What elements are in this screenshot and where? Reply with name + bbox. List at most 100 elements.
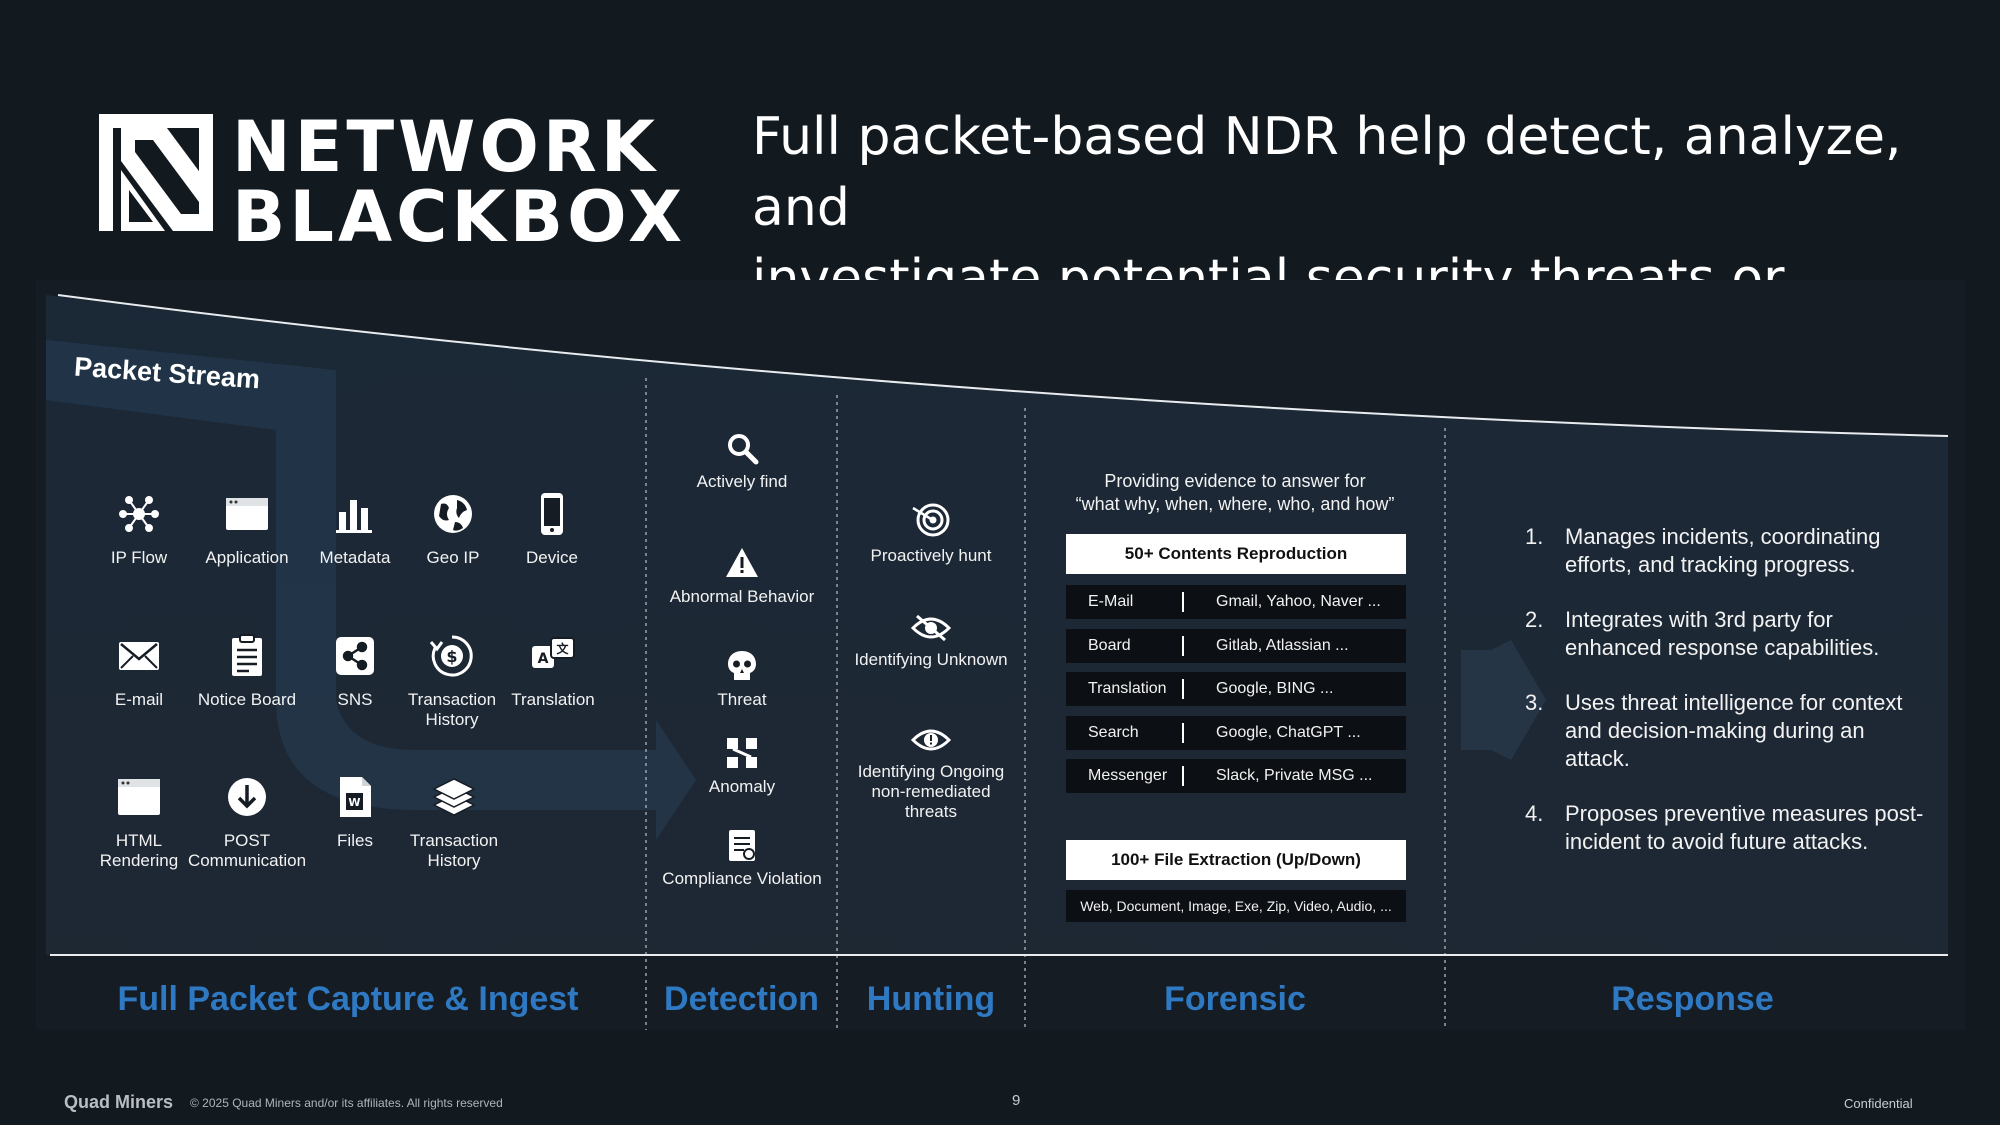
window-icon [226,498,268,530]
item-label: Identifying Ongoing non-remediated threa… [857,762,1005,821]
stage-label-hunting: Hunting [866,980,996,1018]
item-label: Notice Board [197,690,297,709]
response-item: 3. Uses threat intelligence for context a… [1525,689,1925,779]
magnifier-icon [728,434,759,465]
item-application: Application [187,490,307,568]
hunting-proactively-hunt: Proactively hunt [851,500,1011,566]
forensic-row: Board Gitlab, Atlassian ... [1066,629,1406,663]
item-label: Threat [717,690,767,709]
anomaly-blocks-icon [727,738,757,768]
item-label: Anomaly [708,777,776,796]
row-separator [1182,679,1184,699]
response-item: 4.Proposes preventive measures post-inci… [1525,800,1925,890]
row-key: Board [1088,637,1131,654]
row-value: Gitlab, Atlassian ... [1216,637,1349,654]
footer-copyright: © 2025 Quad Miners and/or its affiliates… [190,1096,503,1110]
item-label: Compliance Violation [662,869,822,888]
clipboard-icon [232,634,262,676]
item-label: Transaction History [409,831,499,870]
envelope-icon [119,642,159,670]
detection-abnormal-behavior: Abnormal Behavior [662,545,822,607]
response-text: Proposes preventive measures post-incide… [1565,801,1924,854]
warning-triangle-icon [726,548,758,577]
item-sns: SNS [295,632,415,710]
svg-text:W: W [348,796,360,809]
item-label: Application [205,548,289,567]
row-value: Google, BING ... [1216,680,1334,697]
row-key: Translation [1088,680,1167,697]
headline-line-1: Full packet-based NDR help detect, analy… [752,107,1902,238]
item-label: SNS [337,690,373,709]
stage-label-forensic: Forensic [1164,980,1306,1018]
stage-label-capture: Full Packet Capture & Ingest [117,980,579,1018]
svg-text:A: A [538,651,549,667]
target-icon [912,503,950,537]
translate-icon: A文 [532,637,575,668]
response-number: 1. [1525,524,1544,549]
row-separator [1182,766,1184,786]
detection-actively-find: Actively find [662,430,822,492]
item-label: Geo IP [426,548,480,567]
dollar-cycle-icon: $ [429,635,473,677]
row-value: Gmail, Yahoo, Naver ... [1216,593,1381,610]
smartphone-icon [541,493,563,535]
forensic-intro-line-2: “what why, when, where, who, and how” [1075,494,1395,514]
row-value: Slack, Private MSG ... [1216,767,1373,784]
hunting-identifying-unknown: Identifying Unknown [851,612,1011,670]
eye-alert-icon [911,729,951,751]
item-label: Identifying Unknown [854,650,1008,669]
share-icon [336,637,374,675]
item-metadata: Metadata [295,490,415,568]
row-separator [1182,723,1184,743]
forensic-row: Translation Google, BING ... [1066,672,1406,706]
item-transaction-history-2: Transaction History [394,773,514,871]
item-label: Transaction History [407,690,497,729]
item-notice-board: Notice Board [187,632,307,710]
forensic-intro: Providing evidence to answer for “what w… [1050,470,1420,516]
forensic-intro-line-1: Providing evidence to answer for [1104,471,1366,491]
row-separator [1182,592,1184,612]
item-label: E-mail [114,690,164,709]
response-text: Integrates with 3rd party for enhanced r… [1565,607,1880,660]
network-nodes-icon [119,496,159,532]
skull-icon [728,651,756,680]
response-number: 2. [1525,607,1544,632]
contents-reproduction-box: 50+ Contents Reproduction [1066,534,1406,574]
item-files: W Files [295,773,415,851]
svg-text:$: $ [446,647,457,666]
item-post-communication: POST Communication [187,773,307,871]
response-item: 2. Integrates with 3rd party for enhanced… [1525,606,1925,666]
response-item: 1. Manages incidents, coordinating effort… [1525,523,1925,583]
eye-slash-icon [911,614,951,642]
item-label: Actively find [696,472,788,491]
response-number: 3. [1525,690,1544,715]
stage-label-response: Response [1611,980,1774,1018]
item-label: Metadata [319,548,391,567]
item-ip-flow: IP Flow [79,490,199,568]
response-text: Uses threat intelligence for context and… [1565,690,1903,771]
response-text: Manages incidents, coordinating efforts,… [1565,524,1881,577]
item-e-mail: E-mail [79,632,199,710]
item-label: Proactively hunt [870,546,992,565]
item-label: Files [337,831,373,850]
file-types-row: Web, Document, Image, Exe, Zip, Video, A… [1066,890,1406,922]
item-label: Abnormal Behavior [669,587,815,606]
detection-anomaly: Anomaly [662,735,822,797]
item-label: Translation [511,690,595,709]
network-blackbox-logo-icon [99,114,213,231]
browser-window-icon [118,779,160,815]
svg-text:文: 文 [556,641,569,656]
item-html-rendering: HTML Rendering [79,773,199,871]
confidential-label: Confidential [1844,1096,1913,1111]
hunting-identifying-ongoing: Identifying Ongoing non-remediated threa… [851,724,1011,822]
stage-label-detection: Detection [664,980,819,1018]
logo-word-network: NETWORK [232,106,660,188]
word-file-icon: W [340,777,371,817]
download-circle-icon [228,778,266,816]
row-key: Messenger [1088,767,1168,784]
detection-threat: Threat [662,648,822,710]
row-key: E-Mail [1088,593,1134,610]
forensic-row: E-Mail Gmail, Yahoo, Naver ... [1066,585,1406,619]
row-key: Search [1088,724,1139,741]
